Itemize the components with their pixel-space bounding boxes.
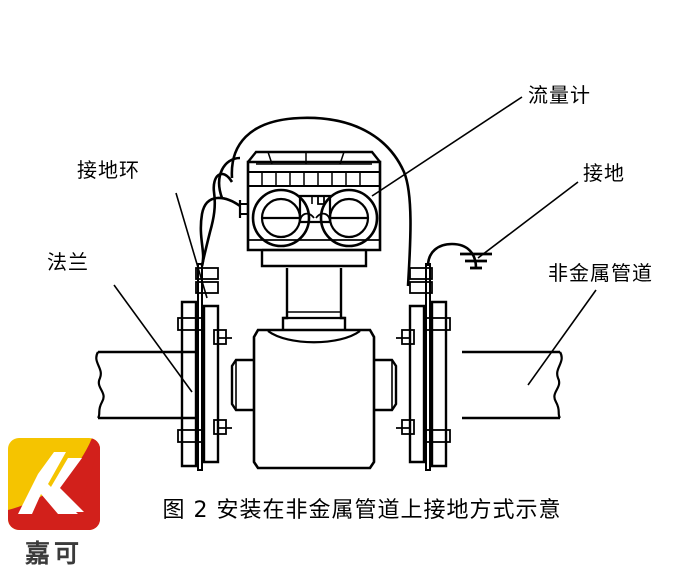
neck-column — [281, 268, 347, 330]
leader-flowmeter — [371, 96, 523, 197]
label-ground: 接地 — [583, 161, 625, 185]
earth-ground-symbol — [460, 252, 492, 270]
left-pipe — [95, 350, 196, 420]
label-flange: 法兰 — [47, 250, 89, 274]
leader-ground — [477, 181, 579, 259]
company-logo: 嘉可 — [8, 438, 104, 576]
right-ground-cable — [426, 242, 478, 269]
left-flange-assembly — [177, 263, 232, 471]
sensor-body — [230, 328, 398, 470]
label-ground-ring: 接地环 — [77, 158, 140, 182]
converter-housing — [238, 150, 382, 268]
converter-shroud — [217, 116, 412, 287]
right-flange-assembly — [396, 263, 451, 471]
logo-text: 嘉可 — [24, 539, 83, 568]
leader-lines — [113, 96, 597, 393]
figure-caption-text: 图 2 安装在非金属管道上接地方式示意 — [162, 498, 562, 523]
leader-flange — [113, 284, 193, 393]
label-nonmetal-pipe: 非金属管道 — [548, 261, 653, 285]
logo-mark-icon — [8, 438, 100, 530]
right-pipe — [462, 350, 563, 420]
leader-nonmetal-pipe — [527, 289, 597, 386]
leader-ground-ring — [175, 192, 208, 299]
left-ground-cable — [199, 172, 241, 267]
figure-caption: 图 2 安装在非金属管道上接地方式示意 — [0, 492, 700, 524]
label-flowmeter: 流量计 — [528, 83, 591, 107]
